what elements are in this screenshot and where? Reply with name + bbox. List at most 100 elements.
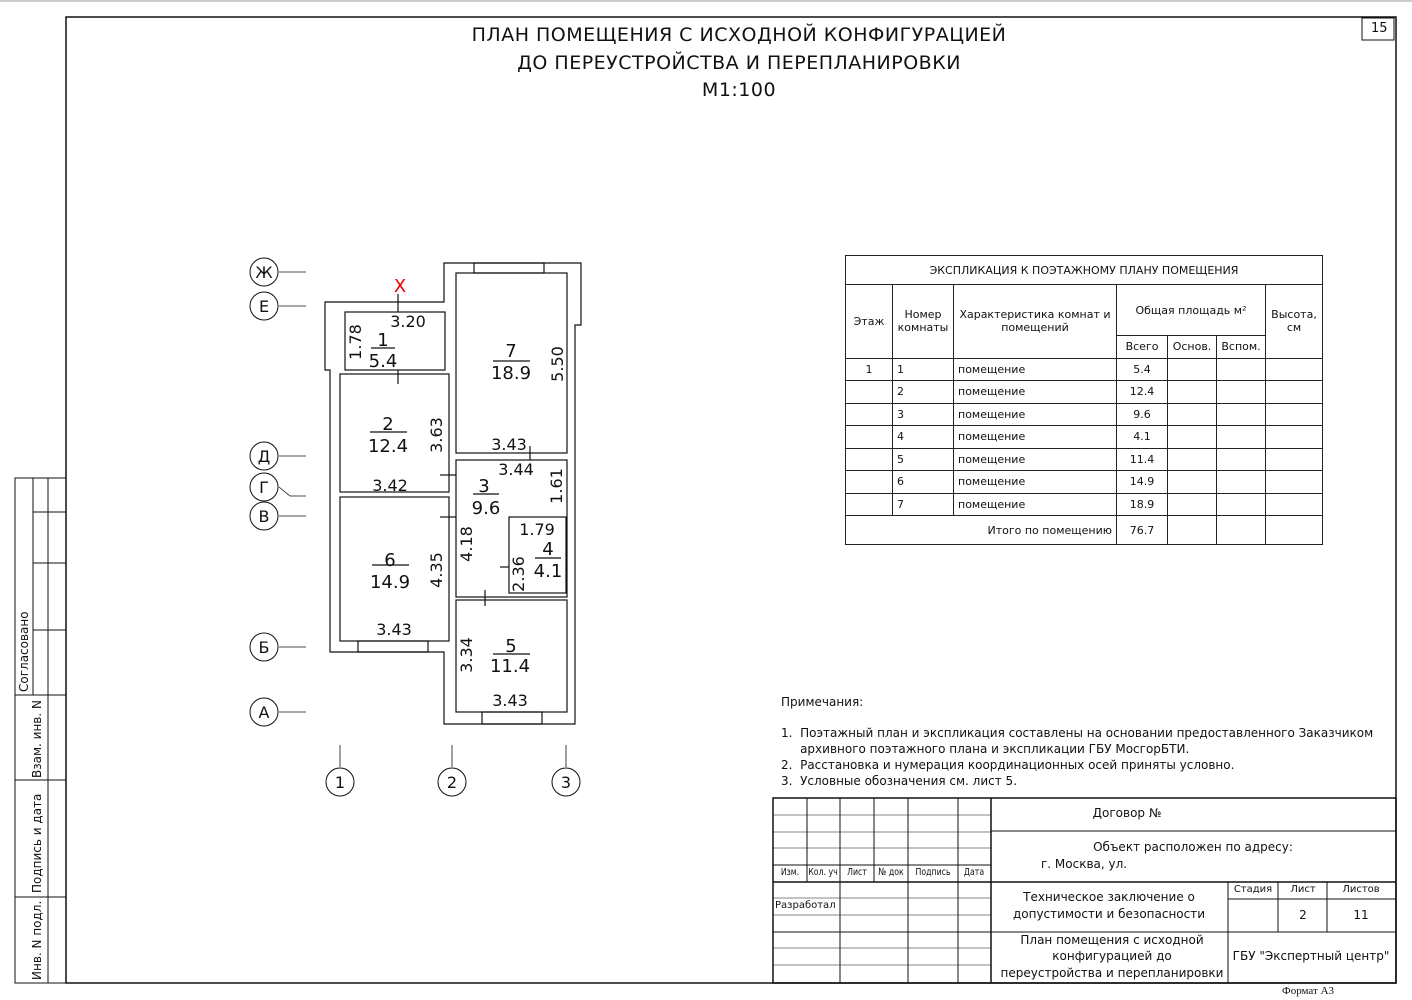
axis-bubble [249,697,279,727]
svg-text:4.35: 4.35 [427,552,446,588]
svg-text:3.34: 3.34 [457,637,476,673]
svg-text:1.79: 1.79 [519,520,555,539]
axis-lines [278,271,567,767]
cell-empty [1216,470,1266,494]
cell-empty [1216,447,1266,471]
axis-bubble [249,632,279,662]
cell-no: 5 [892,447,954,471]
axis-label: Б [259,638,270,657]
axis-label: 1 [335,773,345,792]
cell-floor: 1 [845,357,893,381]
cell-empty [1167,380,1217,404]
axis-bubble [249,291,279,321]
cell-no: 1 [892,357,954,381]
cell-empty [1265,425,1323,449]
axis-label: Г [259,478,269,497]
cell-empty [1216,425,1266,449]
svg-text:4.1: 4.1 [534,561,563,582]
cell-total: 11.4 [1116,447,1168,471]
cell-empty [1265,357,1323,381]
cell-no: 3 [892,402,954,426]
sheet-number-box [1361,17,1395,41]
axis-bubble [325,767,355,797]
cell-no: 6 [892,470,954,494]
room-labels: 15.4 212.4 39.6 44.1 511.4 614.9 718.9 [368,330,562,677]
svg-text:7: 7 [505,341,516,362]
cell-empty [1167,492,1217,516]
cell-empty [1265,470,1323,494]
cell-empty [1216,515,1266,545]
cell-empty [1265,515,1323,545]
tb-col: № док [878,867,904,878]
window [357,640,429,653]
col-height: Высота, см [1265,284,1323,359]
sheet-number: 15 [1371,21,1388,36]
col-area: Общая площадь м² [1116,284,1266,336]
note-line: 2. Расстановка и нумерация координационн… [781,758,1235,772]
tb-stage: Стадия [1233,884,1273,895]
svg-text:3.20: 3.20 [390,312,426,331]
svg-text:1.61: 1.61 [547,468,566,504]
cell-empty [1216,380,1266,404]
cell-floor [845,380,893,404]
drawing-title-line2: ДО ПЕРЕУСТРОЙСТВА И ПЕРЕПЛАНИРОВКИ [517,52,961,74]
svg-text:1: 1 [377,330,388,351]
axis-label: Д [258,447,271,466]
cell-desc: помещение [953,470,1117,494]
axis-label: В [259,507,270,526]
svg-text:3.63: 3.63 [427,417,446,453]
room-2 [339,373,450,493]
cell-empty [1167,515,1217,545]
axis-bubble [249,441,279,471]
axis-label: А [259,703,270,722]
tb-address: г. Москва, ул. [1041,857,1128,871]
cell-desc: помещение [953,402,1117,426]
cell-floor [845,402,893,426]
stamp-replace-inv: Взам. инв. N [30,700,44,778]
svg-text:18.9: 18.9 [491,363,531,384]
svg-text:3.43: 3.43 [376,620,412,639]
cell-total: 14.9 [1116,470,1168,494]
left-stamp-frame [14,477,67,984]
svg-text:5.50: 5.50 [548,346,567,382]
tb-col: Дата [963,867,985,878]
window [473,262,545,274]
cell-floor [845,447,893,471]
cell-no: 7 [892,492,954,516]
tb-organization: ГБУ "Экспертный центр" [1232,949,1390,963]
svg-text:9.6: 9.6 [472,498,501,519]
room-4 [508,516,567,594]
svg-text:4.18: 4.18 [457,526,476,562]
svg-text:3.42: 3.42 [372,476,408,495]
cell-empty [1167,470,1217,494]
tb-col: Кол. уч [808,867,838,878]
col-main: Основ. [1167,335,1217,359]
tb-plan: конфигурацией до [1052,949,1172,963]
format-label: Формат А3 [1282,985,1335,997]
notes-heading: Примечания: [781,695,864,709]
tb-col: Подпись [915,867,951,878]
marker-x: X [394,276,406,297]
cell-empty [1167,357,1217,381]
cell-desc: помещение [953,447,1117,471]
svg-text:3.44: 3.44 [498,460,534,479]
svg-text:5: 5 [505,636,516,657]
room-1 [344,311,446,371]
explication-title: ЭКСПЛИКАЦИЯ К ПОЭТАЖНОМУ ПЛАНУ ПОМЕЩЕНИЯ [845,255,1323,285]
note-line: 1. Поэтажный план и экспликация составле… [781,726,1374,740]
col-floor: Этаж [845,284,893,359]
axis-bubble [551,767,581,797]
cell-empty [1265,402,1323,426]
floor-plan [324,262,582,725]
tb-sheet: Лист [1290,884,1316,895]
tb-doc: допустимости и безопасности [1012,907,1206,921]
cell-desc: помещение [953,380,1117,404]
room-3 [455,459,568,598]
tb-sheets-value: 11 [1353,908,1369,922]
cell-empty [1265,492,1323,516]
tb-address-label: Объект расположен по адресу: [1093,840,1293,854]
drawing-scale: М1:100 [701,79,777,101]
cell-empty [1216,402,1266,426]
